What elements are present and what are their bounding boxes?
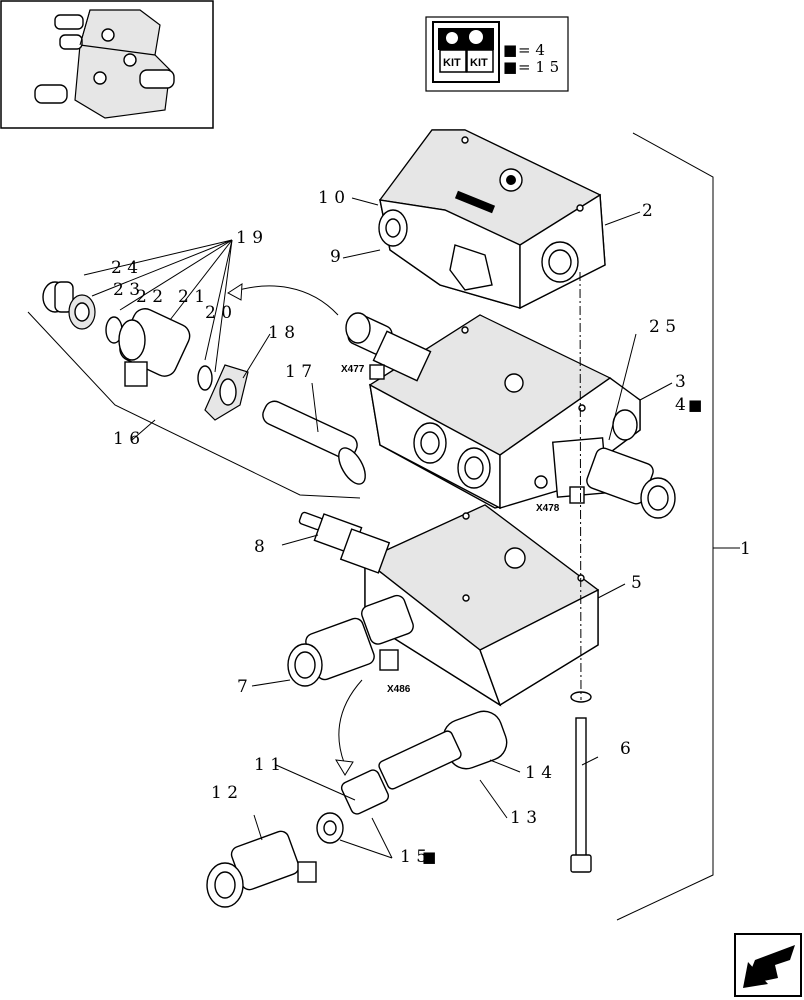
callout-22: 2 2 xyxy=(136,287,163,307)
callout-19: 1 9 xyxy=(236,228,263,248)
callout-10: 1 0 xyxy=(318,188,345,208)
kit-legend-box: KIT KIT ■ = 4 ■ = 1 5 xyxy=(425,16,569,92)
callout-12: 1 2 xyxy=(211,783,238,803)
solenoid-x477[interactable]: X477 xyxy=(341,312,432,382)
kit-icon: KIT KIT xyxy=(432,21,500,83)
callout-24: 2 4 xyxy=(111,258,138,278)
top-valve-section[interactable] xyxy=(378,129,606,310)
callout-8: 8 xyxy=(254,537,265,557)
curved-arrow-16 xyxy=(231,285,339,316)
kit-label-right: KIT xyxy=(470,57,488,69)
callout-14: 1 4 xyxy=(525,763,552,783)
leader-lines xyxy=(83,197,673,859)
callout-1: 1 xyxy=(740,539,751,559)
connector-x478-label: X478 xyxy=(536,503,560,514)
callout-4-kit-marker: ■ xyxy=(688,396,702,414)
assembly-axis-line xyxy=(579,271,582,701)
kit-legend-text-2: = 1 5 xyxy=(518,58,559,76)
callout-5: 5 xyxy=(631,573,642,593)
curved-arrow-11 xyxy=(338,679,363,766)
kit-label-left: KIT xyxy=(443,57,461,69)
callout-2: 2 xyxy=(642,201,653,221)
part-23-nut[interactable] xyxy=(68,294,96,330)
callout-15-kit-marker: ■ xyxy=(422,848,436,866)
callout-20: 2 0 xyxy=(205,303,232,323)
callout-25: 2 5 xyxy=(649,317,676,337)
callout-7: 7 xyxy=(237,677,248,697)
callout-21: 2 1 xyxy=(178,287,205,307)
part-12-solenoid[interactable] xyxy=(206,829,317,908)
part-6-bolt[interactable] xyxy=(570,691,592,873)
callout-4: 4 xyxy=(675,395,686,415)
exploded-group-16 xyxy=(27,311,361,499)
callout-9: 9 xyxy=(330,247,341,267)
part-24-cap[interactable] xyxy=(42,281,74,313)
callout-23: 2 3 xyxy=(113,280,140,300)
back-arrow-icon[interactable] xyxy=(734,933,802,997)
part-13-cartridge[interactable] xyxy=(316,730,463,844)
part-20-oring[interactable] xyxy=(197,365,213,391)
connector-x486-label: X486 xyxy=(387,684,411,695)
callout-16: 1 6 xyxy=(113,429,140,449)
part-17-plunger[interactable] xyxy=(260,398,371,488)
part-21-coil[interactable] xyxy=(116,305,194,387)
part-18-plate[interactable] xyxy=(204,364,249,421)
thumbnail-valve-icon xyxy=(34,9,175,119)
callout-15: 1 5 xyxy=(400,847,427,867)
kit-legend-symbol-1: ■ xyxy=(503,41,517,59)
kit-legend-text-1: = 4 xyxy=(518,41,545,59)
overview-thumbnail[interactable] xyxy=(0,0,214,129)
part-8-sensor[interactable] xyxy=(298,511,391,574)
callout-17: 1 7 xyxy=(285,362,312,382)
assembly-bracket xyxy=(616,132,740,921)
callout-3: 3 xyxy=(675,372,686,392)
solenoid-x478[interactable]: X478 xyxy=(536,437,676,519)
callout-11: 1 1 xyxy=(254,755,281,775)
connector-x477-label: X477 xyxy=(341,364,365,375)
callout-13: 1 3 xyxy=(510,808,537,828)
callout-6: 6 xyxy=(620,739,631,759)
solenoid-x486[interactable]: X486 xyxy=(287,593,415,695)
callout-18: 1 8 xyxy=(268,323,295,343)
kit-legend-symbol-2: ■ xyxy=(503,58,517,76)
